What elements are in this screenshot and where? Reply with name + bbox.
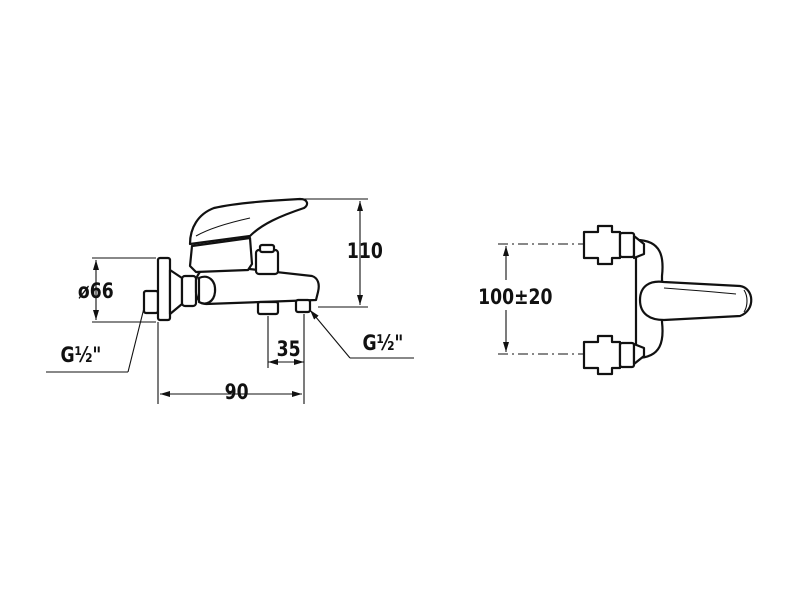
inlet-thread-callout: G½" [46, 307, 145, 373]
mixer-front-outline [582, 224, 753, 376]
depth-label: 90 [225, 379, 249, 404]
inlet-spacing-dimension: 100±20 [470, 246, 562, 352]
flange-diameter-label: ø66 [78, 278, 114, 303]
inlet-spacing-label: 100±20 [478, 284, 552, 309]
spout-offset-dimension: 35 [267, 314, 305, 368]
flange-diameter-dimension: ø66 [78, 257, 156, 323]
height-dimension: 110 [298, 198, 383, 308]
depth-dimension: 90 [157, 322, 305, 404]
outlet-thread-callout: G½" [309, 309, 414, 359]
height-label: 110 [347, 238, 383, 263]
inlet-thread-label: G½" [60, 342, 101, 367]
front-view: 100±20 [470, 224, 753, 376]
side-view: ø66 110 35 90 G½" [46, 197, 414, 404]
outlet-thread-label: G½" [362, 330, 403, 355]
spout-offset-label: 35 [277, 336, 301, 361]
mixer-side-outline [142, 197, 320, 322]
